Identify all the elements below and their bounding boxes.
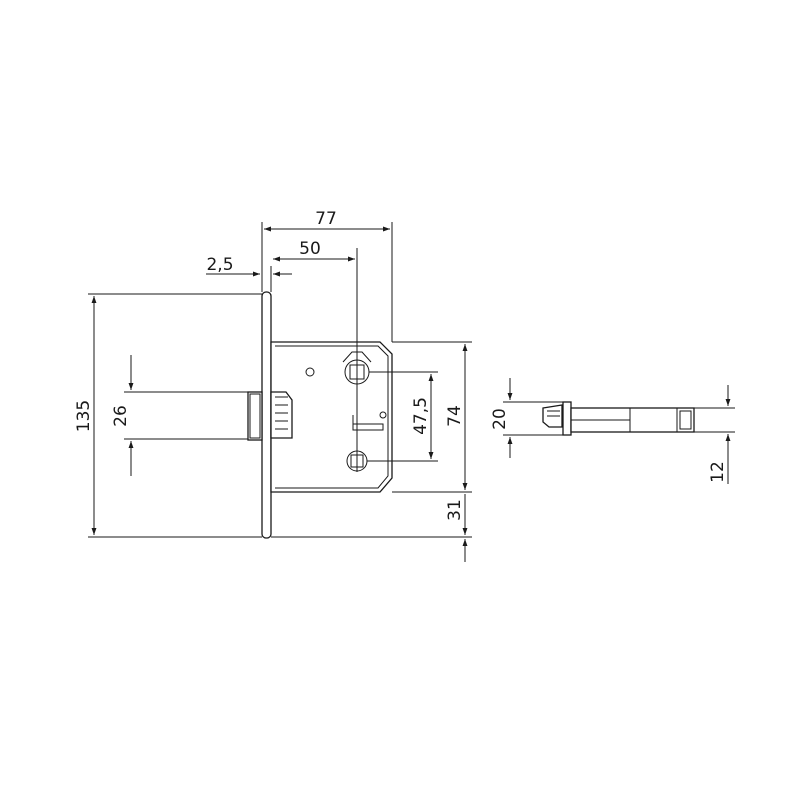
lock-case-inner-edge [275,345,389,489]
dimension-backset: 50 [273,239,358,472]
dimension-latch-side-width: 12 [694,385,735,484]
latch-bolt [247,391,293,441]
dimension-spindle-distance: 47,5 [367,371,438,462]
label-spindle-distance: 47,5 [411,397,431,435]
dimension-total-height: 135 [74,293,262,538]
label-latch-side-width: 12 [708,461,728,483]
label-faceplate-thickness: 2,5 [206,255,233,275]
label-case-height: 74 [445,405,465,427]
latch-side-view [542,401,695,436]
dimension-latch-side-height: 20 [490,378,563,458]
label-total-height: 135 [74,400,94,432]
dimension-faceplate-thickness: 2,5 [206,255,292,292]
lock-front-view [247,291,393,539]
internal-lever [352,411,387,431]
dimension-case-height: 74 [392,341,472,493]
label-backset: 50 [299,239,321,259]
faceplate [261,291,272,539]
label-lower-offset: 31 [445,499,465,521]
label-latch-side-height: 20 [490,408,510,430]
dimension-latch-height: 26 [111,355,248,476]
dimension-body-depth: 77 [261,209,393,342]
label-body-depth: 77 [315,209,337,229]
dimension-lower-offset: 31 [271,494,472,562]
label-latch-height: 26 [111,405,131,427]
case-hole [305,367,315,377]
